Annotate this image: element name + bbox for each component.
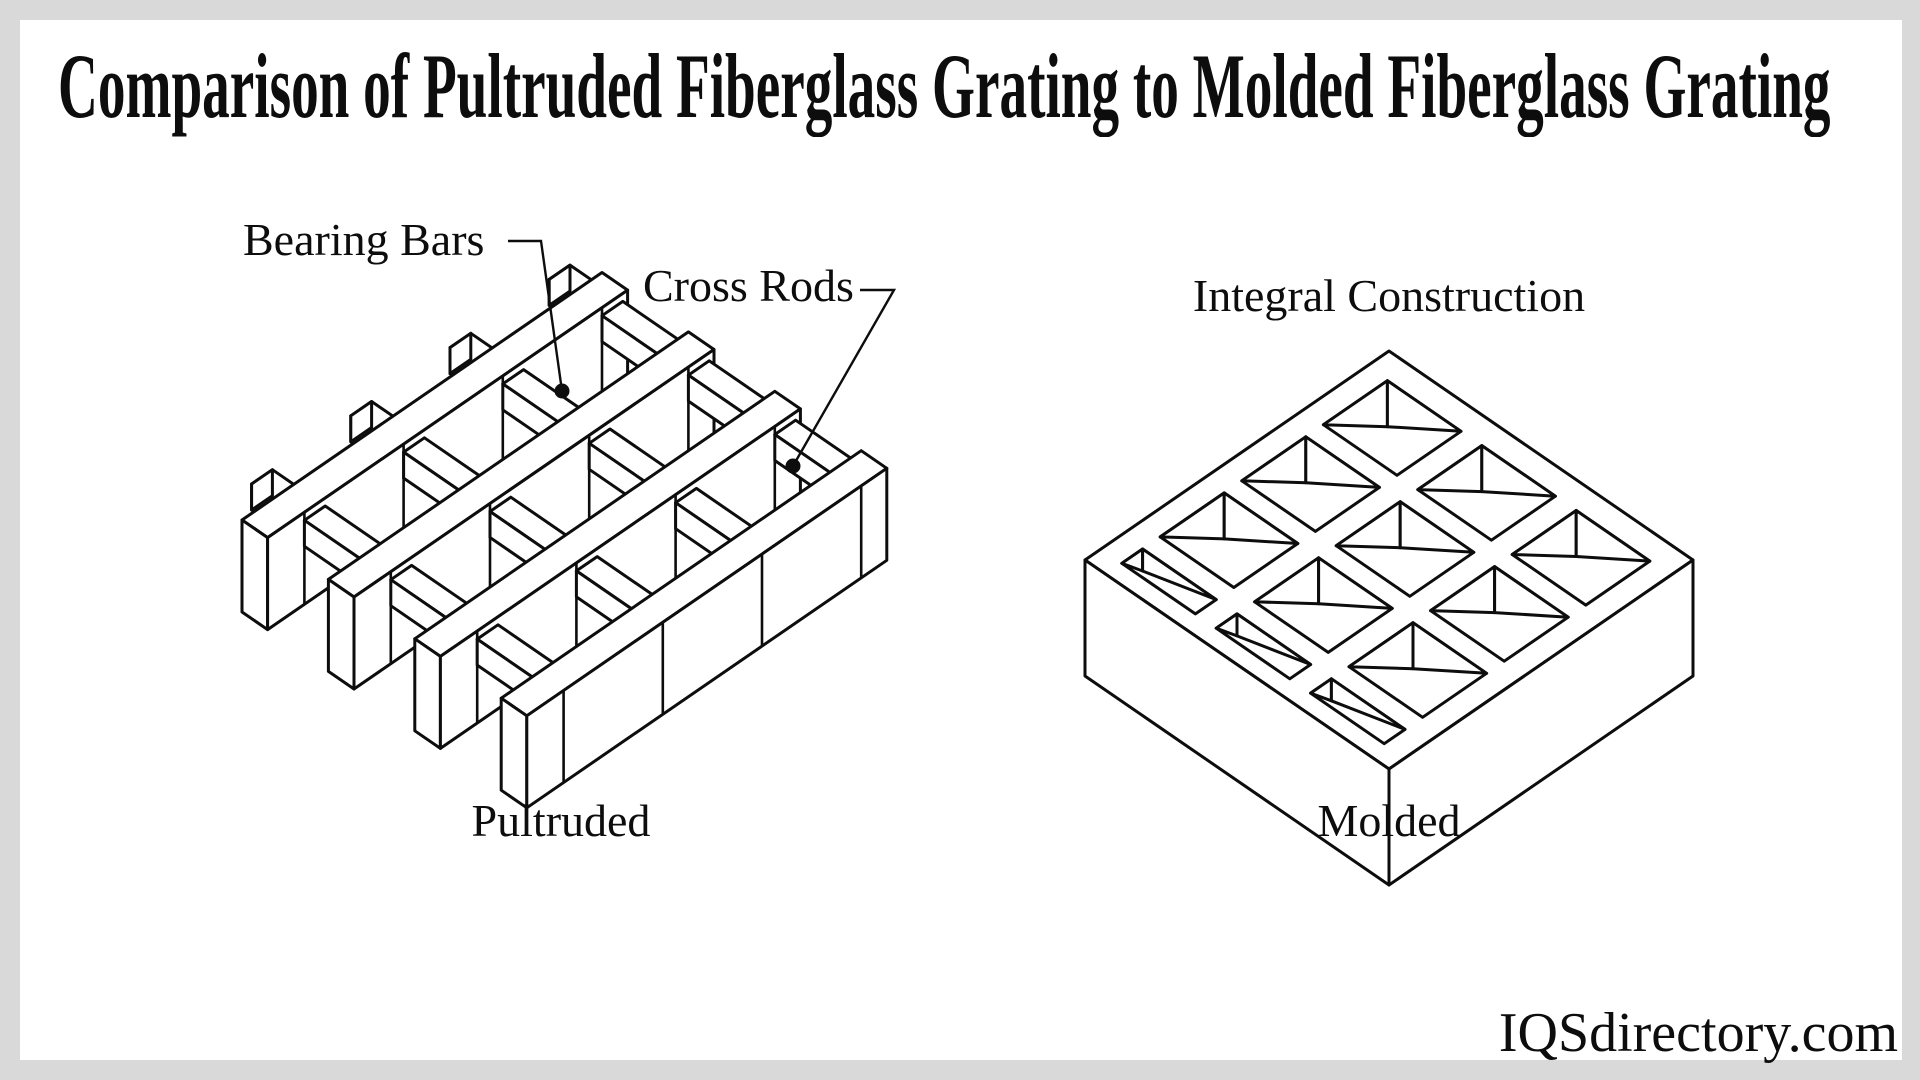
bearing-bar-end	[499, 696, 529, 810]
figure-molded-grating	[1083, 349, 1695, 887]
label-bearing-bars: Bearing Bars	[243, 214, 485, 265]
bearing-bar-end	[326, 577, 356, 691]
molded-edge-slot-inner-wall	[1141, 547, 1218, 602]
cross-rod-end	[448, 331, 473, 376]
molded-hole-inner-wall	[1398, 500, 1476, 554]
bearing-bar-face	[525, 466, 889, 810]
molded-hole-inner-wall	[1317, 556, 1394, 610]
cross-rod-end	[349, 400, 374, 444]
label-integral-construction: Integral Construction	[1192, 270, 1586, 321]
molded-hole-inner-wall	[1480, 444, 1557, 498]
bearing-bar-end	[240, 518, 270, 632]
molded-hole-inner-wall	[1411, 621, 1489, 675]
bearing-bars-leader-line	[508, 239, 564, 392]
cross-rod-end	[547, 263, 572, 307]
caption-molded: Molded	[1317, 795, 1461, 846]
molded-hole-inner-wall	[1493, 565, 1570, 619]
watermark-iqsdirectory: IQSdirectory.com	[1498, 1002, 1898, 1064]
molded-edge-slot-inner-wall	[1235, 612, 1313, 666]
cross-rods-leader-line	[791, 288, 897, 467]
cross-rods-pointer-dot	[785, 458, 801, 474]
molded-hole-inner-wall	[1574, 509, 1652, 563]
cross-rod-end	[250, 468, 274, 512]
molded-hole-inner-wall	[1304, 435, 1381, 489]
bearing-bars-pointer-dot	[554, 383, 570, 399]
diagram-title: Comparison of Pultruded Fiberglass Grati…	[58, 35, 1831, 137]
molded-right-face	[1387, 558, 1695, 887]
caption-pultruded: Pultruded	[471, 795, 651, 846]
label-cross-rods: Cross Rods	[643, 260, 854, 311]
molded-hole-inner-wall	[1222, 491, 1300, 545]
figure-pultruded-grating	[240, 263, 889, 810]
molded-edge-slot-inner-wall	[1329, 677, 1407, 731]
bearing-bar-end	[413, 637, 442, 750]
annotation-leader-lines	[508, 239, 897, 474]
molded-hole-inner-wall	[1385, 379, 1463, 433]
